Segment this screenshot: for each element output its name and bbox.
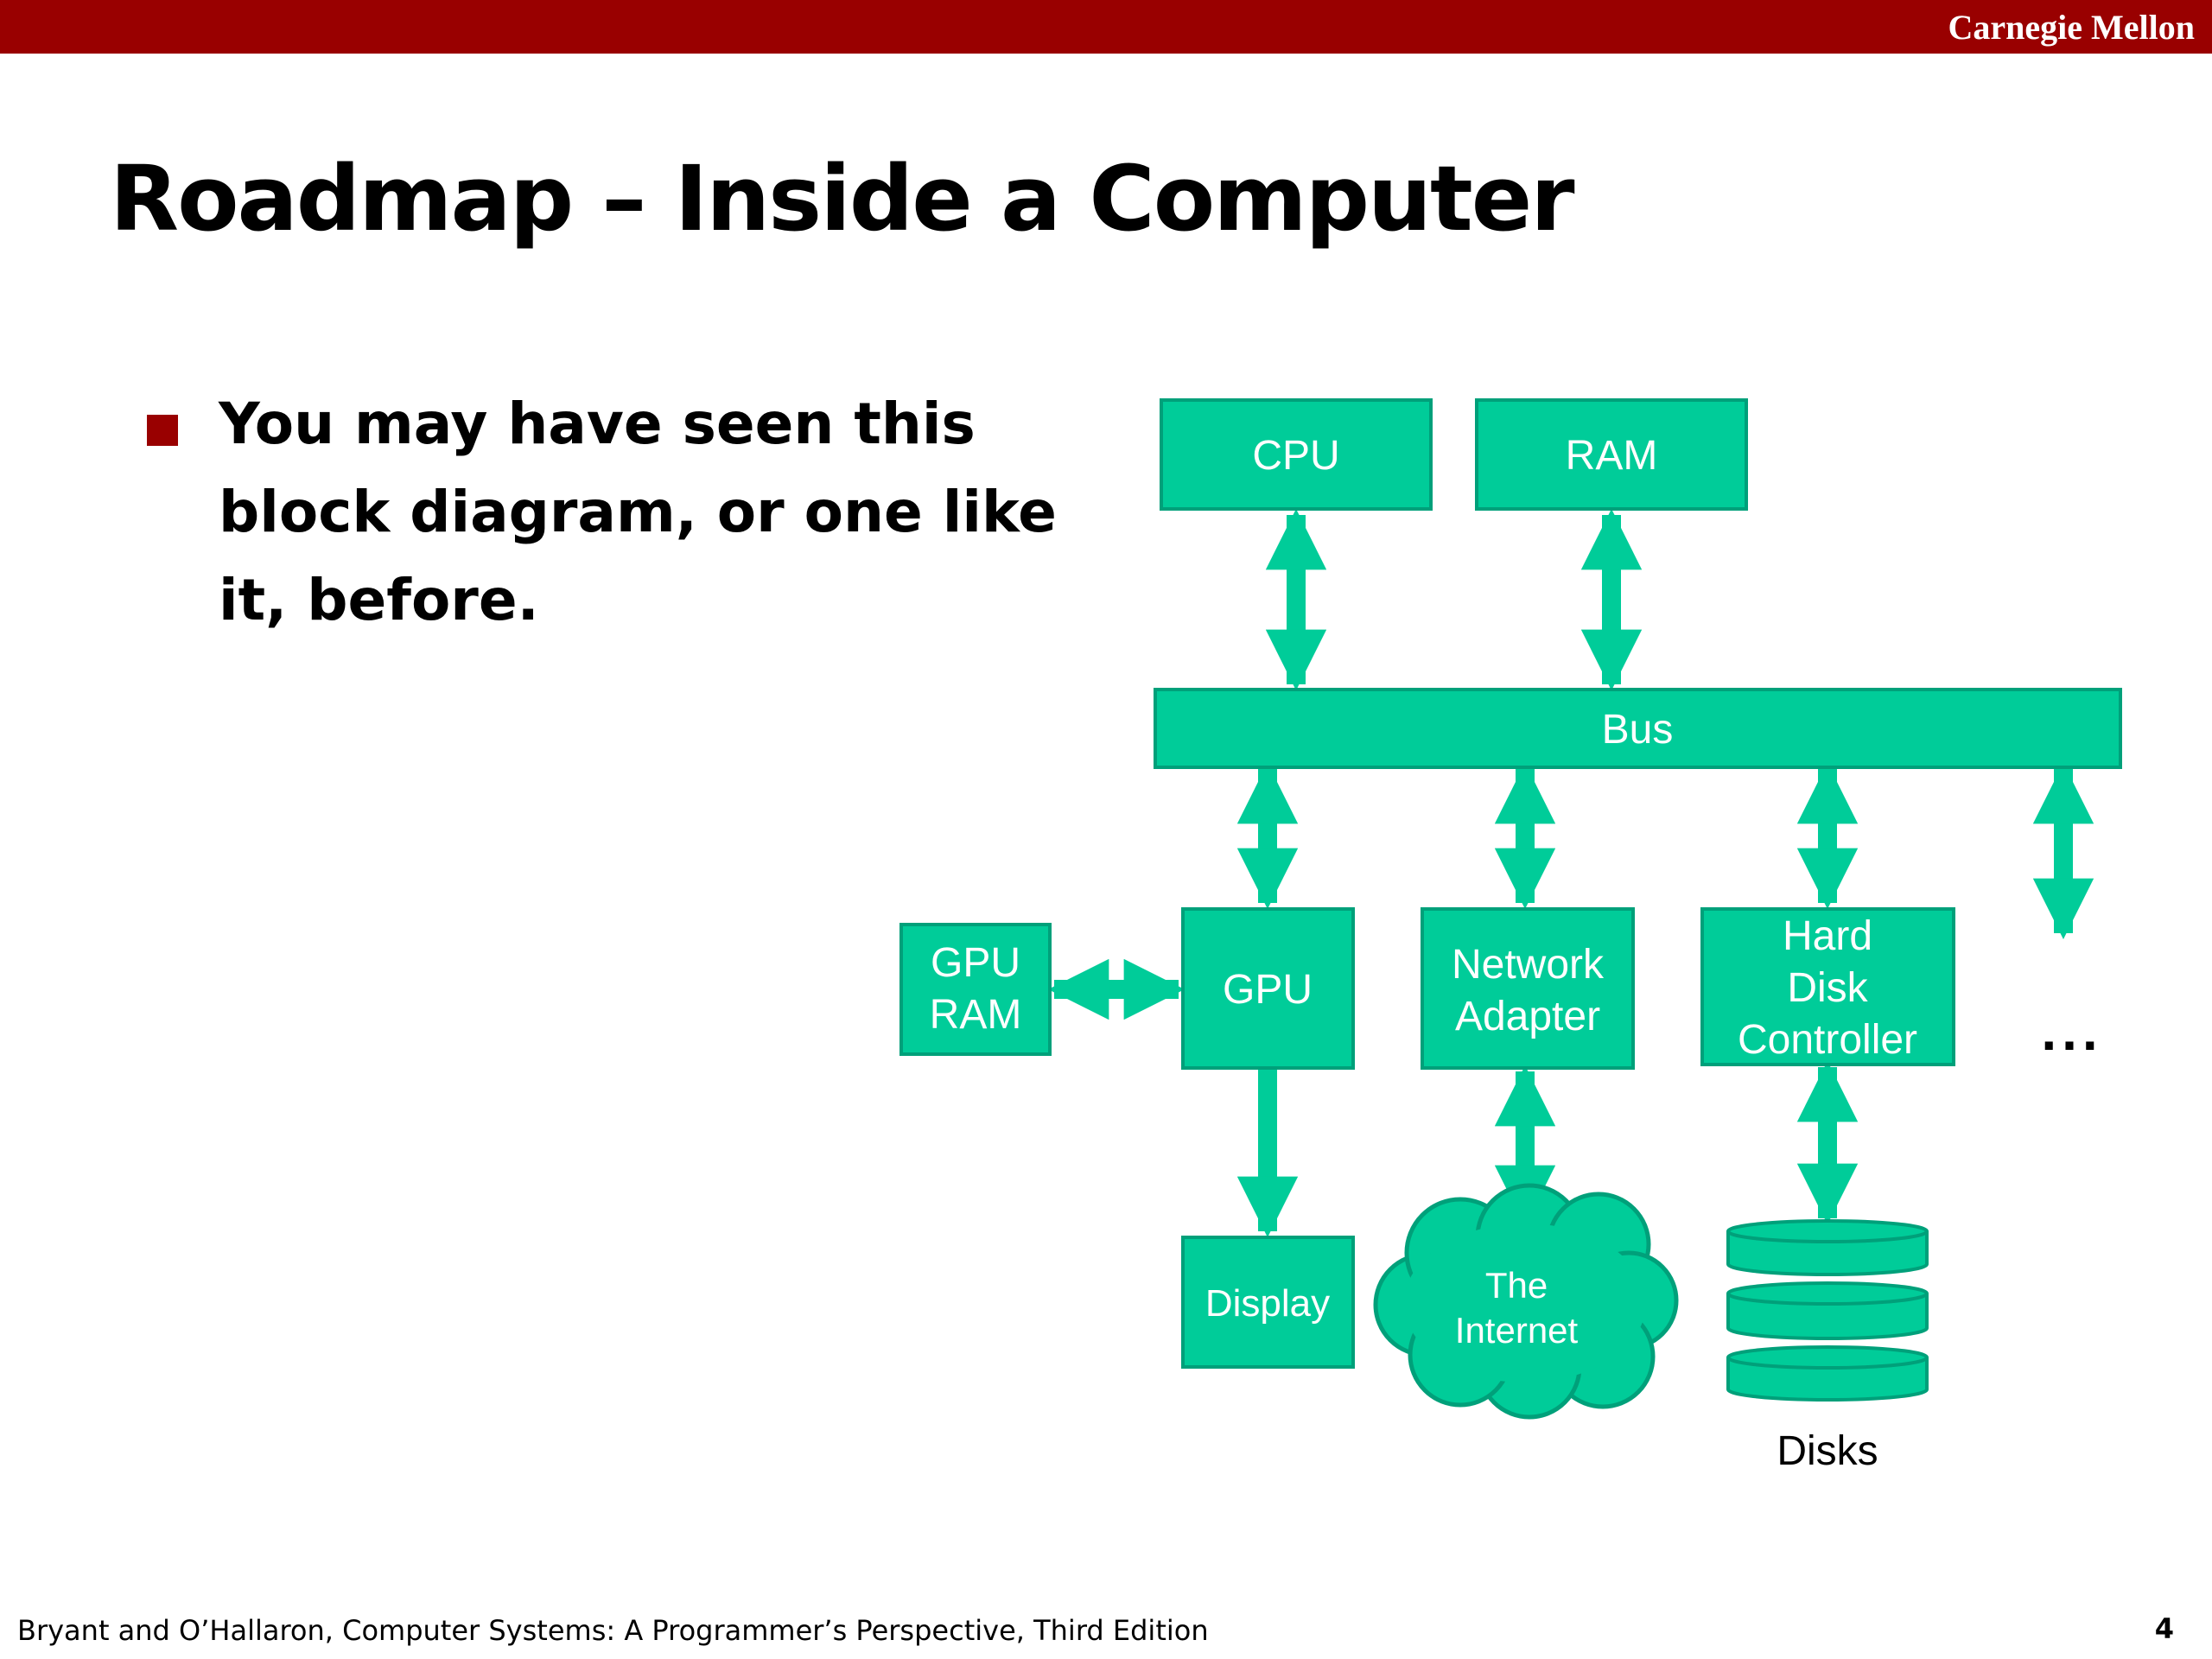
- controller-label-line3: Controller: [1738, 1017, 1917, 1063]
- internet-label-line2: Internet: [1455, 1310, 1579, 1351]
- bus-box: Bus: [1154, 688, 2122, 769]
- cpu-label: CPU: [1252, 433, 1339, 479]
- hard-disk-controller-box: Hard Disk Controller: [1700, 907, 1955, 1066]
- footer-citation: Bryant and O’Hallaron, Computer Systems:…: [17, 1614, 1209, 1647]
- gpu-label: GPU: [1223, 967, 1313, 1013]
- bullet-text: You may have seen this block diagram, or…: [219, 391, 1057, 633]
- internet-label-line1: The: [1485, 1265, 1548, 1306]
- disks-label: Disks: [1777, 1428, 1878, 1474]
- disks-stack-icon: [1726, 1219, 1929, 1402]
- cpu-box: CPU: [1160, 398, 1433, 511]
- gpu-box: GPU: [1181, 907, 1355, 1070]
- brand-label: Carnegie Mellon: [1948, 8, 2196, 47]
- display-label: Display: [1205, 1282, 1330, 1325]
- ram-box: RAM: [1475, 398, 1748, 511]
- network-adapter-box: Network Adapter: [1421, 907, 1635, 1070]
- internet-cloud: The Internet: [1373, 1183, 1679, 1420]
- connectors: [1047, 508, 2094, 1238]
- bus-label: Bus: [1602, 707, 1674, 753]
- network-adapter-label-line1: Network: [1452, 942, 1605, 988]
- network-adapter-label-line2: Adapter: [1455, 994, 1600, 1039]
- ellipsis-label: ...: [2041, 1000, 2102, 1062]
- bullet-square-icon: [147, 415, 178, 446]
- gpu-ram-label-line1: GPU: [931, 940, 1020, 986]
- gpu-ram-box: GPU RAM: [899, 923, 1052, 1056]
- slide-title: Roadmap – Inside a Computer: [110, 146, 1575, 251]
- ram-label: RAM: [1566, 433, 1658, 479]
- controller-label-line2: Disk: [1787, 965, 1868, 1011]
- gpu-ram-label-line2: RAM: [930, 992, 1022, 1038]
- controller-label-line1: Hard: [1783, 913, 1872, 959]
- page-number: 4: [2154, 1612, 2174, 1645]
- display-box: Display: [1181, 1236, 1355, 1369]
- top-bar: Carnegie Mellon: [0, 0, 2212, 54]
